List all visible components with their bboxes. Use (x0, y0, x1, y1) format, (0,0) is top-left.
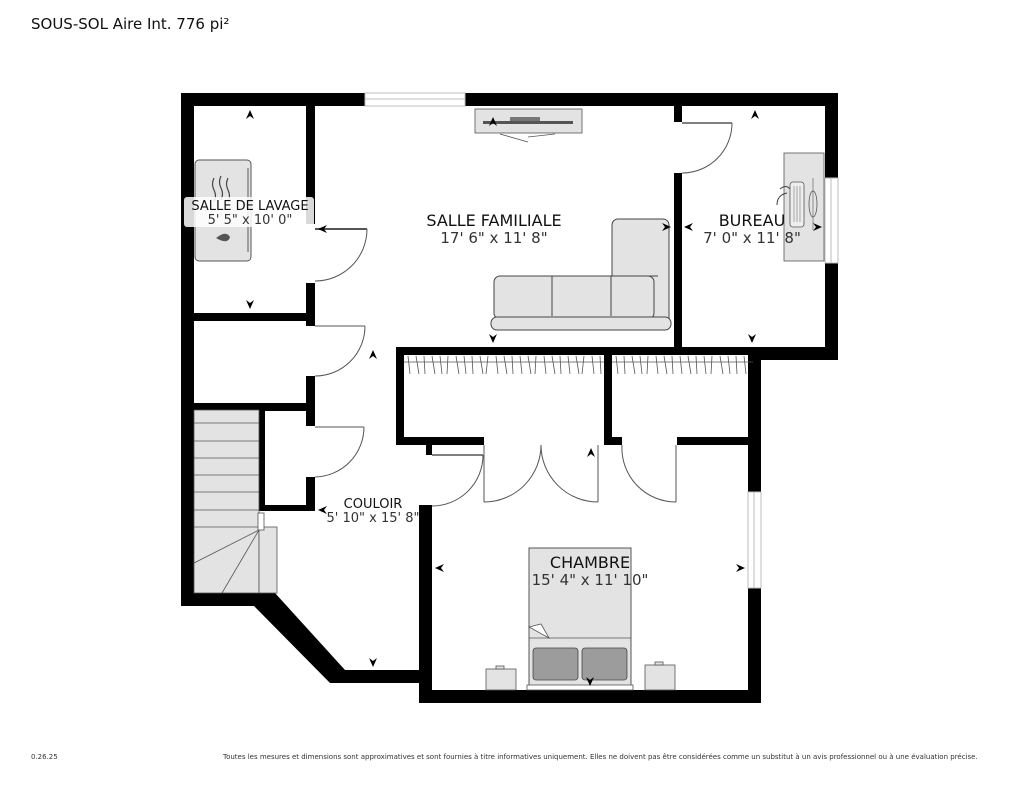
room-name: SALLE FAMILIALE (426, 211, 561, 230)
room-label-bureau: BUREAU 7' 0" x 11' 8" (703, 211, 801, 247)
room-dimensions: 5' 5" x 10' 0" (208, 213, 293, 228)
room-name: CHAMBRE (550, 553, 630, 572)
room-name: SALLE DE LAVAGE (191, 199, 308, 214)
dimension-arrows (246, 110, 822, 686)
room-label-salle-familiale: SALLE FAMILIALE 17' 6" x 11' 8" (426, 211, 561, 247)
disclaimer-text: Toutes les mesures et dimensions sont ap… (223, 753, 978, 761)
room-name: COULOIR (344, 497, 403, 512)
room-label-chambre: CHAMBRE 15' 4" x 11' 10" (532, 553, 649, 589)
nightstand-icon (485, 661, 676, 691)
room-dimensions: 15' 4" x 11' 10" (532, 571, 649, 589)
room-label-salle-de-lavage: SALLE DE LAVAGE 5' 5" x 10' 0" (184, 197, 314, 228)
room-dimensions: 5' 10" x 15' 8" (327, 511, 420, 526)
desk-icon (776, 152, 825, 262)
room-dimensions: 7' 0" x 11' 8" (703, 229, 801, 247)
diagonal-wall (254, 593, 345, 683)
room-dimensions: 17' 6" x 11' 8" (440, 229, 547, 247)
doors (314, 122, 733, 507)
bed-icon (526, 547, 634, 691)
closet-rods (404, 355, 753, 375)
version-label: 0.26.25 (31, 753, 58, 761)
room-name: BUREAU (719, 211, 786, 230)
staircase (193, 409, 278, 594)
tv-console-icon (474, 108, 583, 143)
floor-title: SOUS-SOL Aire Int. 776 pi² (31, 15, 230, 33)
windows (364, 92, 839, 589)
sectional-sofa-icon (490, 218, 672, 331)
room-label-couloir: COULOIR 5' 10" x 15' 8" (327, 497, 420, 526)
